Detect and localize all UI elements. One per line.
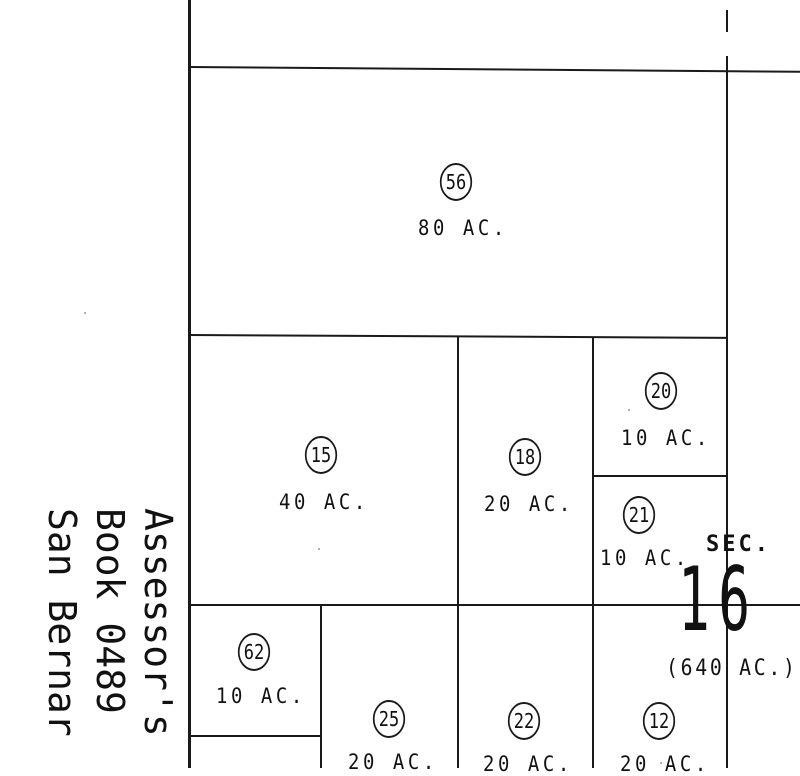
parcel-acreage-22: 20 AC. <box>483 752 573 776</box>
parcel-acreage-18: 20 AC. <box>484 492 574 516</box>
section-line-east <box>726 56 728 768</box>
top-parcel-line <box>187 66 800 73</box>
parcel-20-bottom-line <box>593 475 727 477</box>
parcel-number-18[interactable]: 18 <box>508 438 542 476</box>
section-number: 16 <box>678 548 759 651</box>
caption-book: Book 0489 <box>88 508 132 714</box>
parcel-number-25[interactable]: 25 <box>372 700 406 738</box>
caption-county: San Bernar <box>40 508 84 737</box>
left-boundary-line <box>188 0 191 768</box>
row-divider-line <box>188 604 800 606</box>
parcel-number-22[interactable]: 22 <box>507 702 541 740</box>
parcel-62-bottom-line <box>188 735 321 737</box>
parcel-number-21[interactable]: 21 <box>622 496 656 534</box>
parcel-number-15[interactable]: 15 <box>304 436 338 474</box>
parcel-acreage-12: 20 AC. <box>620 752 710 776</box>
parcel-acreage-15: 40 AC. <box>279 490 369 514</box>
parcel-62-east-line <box>320 605 322 768</box>
section-line-dashed <box>726 10 728 32</box>
parcel-acreage-20: 10 AC. <box>621 426 711 450</box>
parcel-acreage-25: 20 AC. <box>348 750 438 774</box>
caption-assessors: Assessor's <box>136 508 180 737</box>
parcel-acreage-21: 10 AC. <box>600 546 690 570</box>
parcel-acreage-62: 10 AC. <box>216 684 306 708</box>
parcel-number-56[interactable]: 56 <box>439 163 473 201</box>
parcel-15-east-line <box>457 336 459 768</box>
section-label: SEC. <box>706 532 771 557</box>
scan-speck <box>660 762 662 764</box>
section-acreage: (640 AC.) <box>666 656 798 681</box>
scan-speck <box>84 312 86 314</box>
parcel-18-east-line <box>592 338 594 768</box>
parcel-number-20[interactable]: 20 <box>644 372 678 410</box>
parcel-number-62[interactable]: 62 <box>237 633 271 671</box>
parcel-number-12[interactable]: 12 <box>642 702 676 740</box>
scan-speck <box>318 548 320 550</box>
parcel-acreage-56: 80 AC. <box>418 216 508 240</box>
scan-speck <box>628 409 630 411</box>
